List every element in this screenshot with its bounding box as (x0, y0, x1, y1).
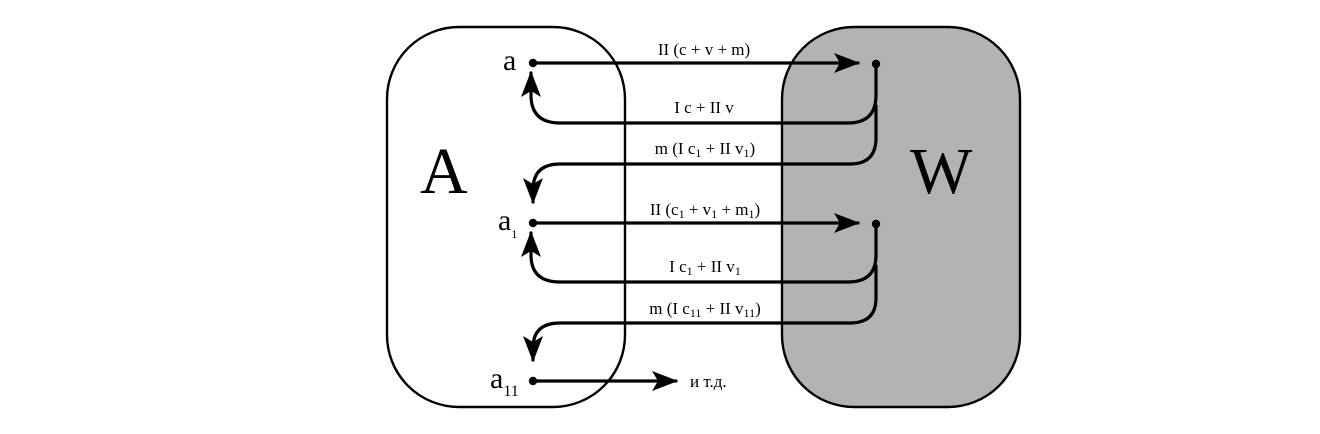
node-a1-label: a1 (498, 204, 517, 241)
node-w-dot-2 (871, 219, 881, 229)
node-a11-label: a11 (490, 362, 519, 400)
set-w-region (780, 25, 1022, 409)
set-a-region (385, 25, 627, 409)
edge-label-6: m (I c11 + II v11) (649, 299, 761, 320)
edge-label-2: I c + II v (674, 98, 734, 117)
node-a-dot (528, 58, 538, 68)
node-a1-dot (528, 218, 538, 228)
edge-w-to-a1 (523, 104, 878, 204)
set-w-label: W (910, 135, 973, 208)
edge-label-5: I c1 + II v1 (669, 257, 741, 278)
edge-label-1: II (c + v + m) (658, 40, 750, 59)
edge-label-3: m (I c1 + II v1) (655, 139, 755, 160)
node-a11-dot (528, 376, 538, 386)
node-w-dot-1 (871, 59, 881, 69)
edge-label-continue: и т.д. (690, 372, 727, 391)
edge-label-4: II (c1 + v1 + m1) (650, 200, 760, 221)
set-a-label: A (420, 135, 468, 208)
node-a-label: a (503, 44, 516, 77)
edge-w-to-a11 (523, 264, 878, 362)
